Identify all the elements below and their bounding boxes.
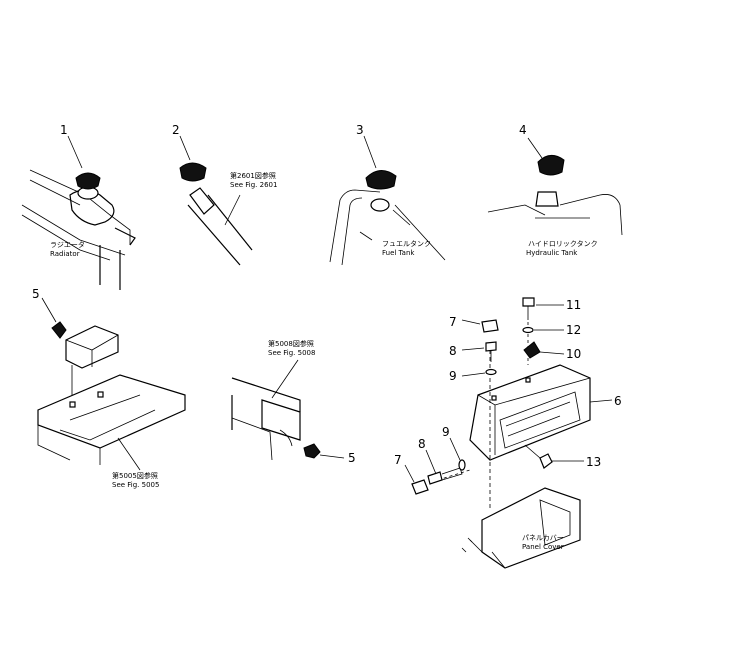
callout-5-middle: 5 — [348, 451, 356, 465]
fuel-tank-assembly — [329, 135, 446, 266]
pipe-assembly — [179, 135, 253, 266]
fig2601-label-en: See Fig. 2601 — [230, 181, 277, 189]
callout-8-bottom: 8 — [418, 437, 426, 451]
panel-assembly — [404, 297, 613, 569]
fueltank-label-jp: フュエルタンク — [382, 239, 431, 248]
callout-2: 2 — [172, 123, 180, 137]
callout-11: 11 — [566, 298, 581, 312]
callout-4: 4 — [519, 123, 527, 137]
fig5008-label-jp: 第5008図参照 — [268, 339, 314, 348]
fig5005-label-en: See Fig. 5005 — [112, 481, 159, 489]
fig5005-label-jp: 第5005図参照 — [112, 471, 158, 480]
callout-1: 1 — [60, 123, 68, 137]
callout-6: 6 — [614, 394, 622, 408]
fig5008-label-en: See Fig. 5008 — [268, 349, 315, 357]
hydraulic-tank-assembly — [487, 137, 623, 236]
callout-3: 3 — [356, 123, 364, 137]
radiator-label-en: Radiator — [50, 250, 80, 258]
callout-9-top: 9 — [449, 369, 457, 383]
callout-10: 10 — [566, 347, 581, 361]
callout-7-top: 7 — [449, 315, 457, 329]
fueltank-label-en: Fuel Tank — [382, 249, 415, 257]
panelcover-label-jp: パネルカバー — [522, 534, 564, 542]
radiator-label-jp: ラジエータ — [50, 240, 85, 249]
radiator-assembly — [21, 135, 136, 290]
hydtank-label-en: Hydraulic Tank — [526, 249, 578, 257]
left-cover-assembly — [37, 297, 186, 471]
callout-9-bottom: 9 — [442, 425, 450, 439]
callout-5-left: 5 — [32, 287, 40, 301]
callout-7-bottom: 7 — [394, 453, 402, 467]
callout-12: 12 — [566, 323, 581, 337]
panelcover-label-en: Panel Cover — [522, 543, 564, 551]
fig2601-label-jp: 第2601図参照 — [230, 171, 276, 180]
callout-13: 13 — [586, 455, 601, 469]
middle-bracket-assembly — [231, 359, 345, 461]
hydtank-label-jp: ハイドロリックタンク — [528, 239, 598, 248]
callout-8-top: 8 — [449, 344, 457, 358]
